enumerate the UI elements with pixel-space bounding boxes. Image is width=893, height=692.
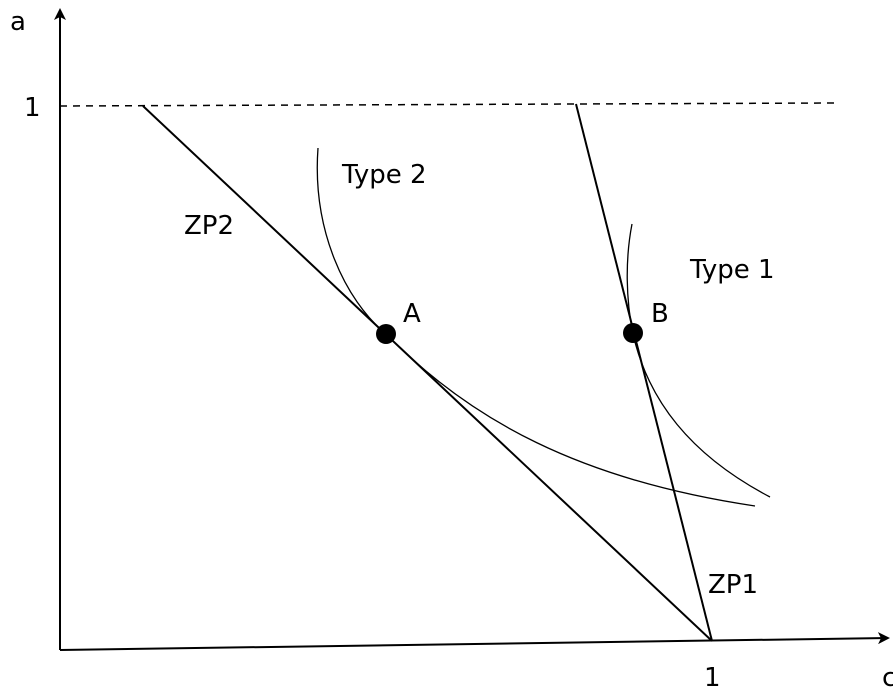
type1-curve: [626, 223, 771, 498]
x-axis-label: c: [882, 663, 893, 692]
zp1-label: ZP1: [708, 570, 758, 600]
point-b-label: B: [651, 299, 669, 329]
x-axis: [59, 632, 890, 651]
point-a: [376, 324, 396, 344]
point-a-label: A: [403, 299, 421, 329]
zp2-line: [142, 105, 713, 642]
type2-curve: [316, 147, 756, 507]
y-tick-one: 1: [24, 93, 41, 123]
x-tick-one: 1: [704, 663, 721, 692]
type2-label: Type 2: [341, 160, 427, 190]
zp2-label: ZP2: [184, 211, 234, 241]
zp1-line: [575, 103, 713, 642]
type1-label: Type 1: [689, 255, 775, 285]
upper-bound-dashed-line: [59, 102, 836, 107]
y-axis-label: a: [10, 7, 26, 37]
point-b: [623, 323, 643, 343]
